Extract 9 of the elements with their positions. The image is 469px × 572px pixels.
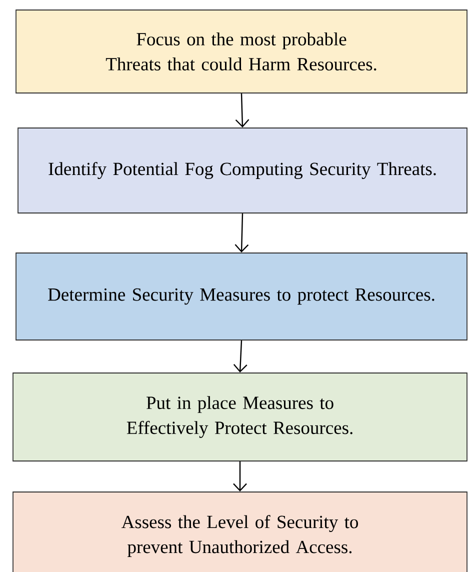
arrow: [233, 461, 247, 492]
process-box: Identify Potential Fog Computing Security Threats.: [18, 128, 468, 214]
process-box: Focus on the most probable Threats that could Harm Resources.: [16, 10, 468, 94]
arrow: [235, 93, 250, 128]
arrow: [234, 213, 249, 253]
process-box: Assess the Level of Security to prevent Unauthorized Access.: [12, 492, 468, 572]
arrow: [233, 340, 248, 373]
process-box: Determine Security Measures to protect Resources.: [16, 252, 468, 340]
process-box: Put in place Measures to Effectively Protect Resources.: [12, 372, 468, 462]
